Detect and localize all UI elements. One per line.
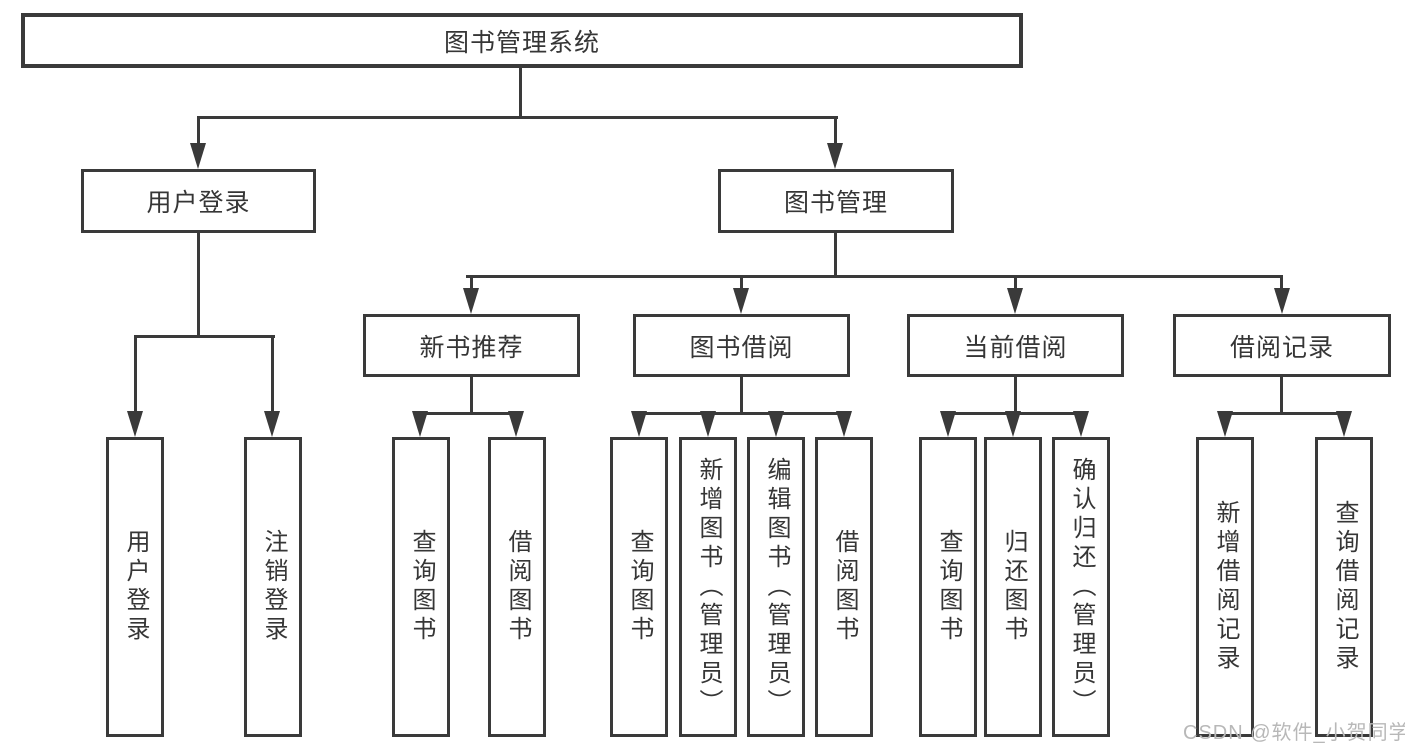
connector-records-branch	[1223, 412, 1346, 415]
leaf-borrow-query-books: 查询图书	[610, 437, 668, 737]
arrowhead	[264, 411, 280, 437]
watermark: CSDN @软件_小贺同学	[1183, 722, 1405, 744]
module-label: 图书借阅	[689, 333, 794, 362]
node-module-current-borrow: 当前借阅	[907, 314, 1124, 377]
leaf-label: 查询图书	[626, 529, 653, 645]
node-module-new-book-recommend: 新书推荐	[363, 314, 580, 377]
arrowhead	[1217, 411, 1233, 437]
connector-recommend-branch	[419, 412, 518, 415]
module-label: 借阅记录	[1229, 333, 1334, 362]
connector-borrow-branch	[637, 412, 846, 415]
connector-borrow-trunk	[740, 377, 743, 414]
leaf-recommend-borrow-books: 借阅图书	[488, 437, 546, 737]
leaf-current-return-books: 归还图书	[984, 437, 1042, 737]
leaf-label: 查询借阅记录	[1331, 500, 1358, 674]
arrowhead	[940, 411, 956, 437]
leaf-current-confirm-return-admin: 确认归还（管理员）	[1052, 437, 1110, 737]
leaf-label: 归还图书	[1000, 529, 1027, 645]
leaf-label: 查询图书	[408, 529, 435, 645]
node-book-management-label: 图书管理	[783, 189, 888, 217]
connector-stub-module	[1280, 275, 1283, 291]
module-label: 新书推荐	[419, 333, 524, 362]
connector-stub-user	[197, 116, 200, 145]
arrowhead	[190, 143, 206, 169]
leaf-logout: 注销登录	[244, 437, 302, 737]
node-module-book-borrow: 图书借阅	[633, 314, 850, 377]
arrowhead	[768, 411, 784, 437]
leaf-borrow-edit-books-admin: 编辑图书（管理员）	[747, 437, 805, 737]
connector-user-trunk	[197, 233, 200, 338]
leaf-label: 确认归还（管理员）	[1068, 456, 1095, 718]
arrowhead	[836, 411, 852, 437]
arrowhead	[631, 411, 647, 437]
connector-stub-module	[740, 275, 743, 291]
node-root: 图书管理系统	[21, 13, 1023, 68]
leaf-label: 编辑图书（管理员）	[763, 456, 790, 718]
arrowhead	[733, 288, 749, 314]
leaf-user-login: 用户登录	[106, 437, 164, 737]
node-user-login-label: 用户登录	[146, 189, 251, 217]
connector-root-branch	[197, 116, 838, 119]
arrowhead	[1005, 411, 1021, 437]
arrowhead	[508, 411, 524, 437]
arrowhead	[463, 288, 479, 314]
connector-user-branch	[134, 335, 275, 338]
leaf-borrow-add-books-admin: 新增图书（管理员）	[679, 437, 737, 737]
node-user-login: 用户登录	[81, 169, 316, 233]
node-module-borrow-records: 借阅记录	[1173, 314, 1391, 377]
connector-records-trunk	[1280, 377, 1283, 414]
leaf-label: 借阅图书	[504, 529, 531, 645]
arrowhead	[1073, 411, 1089, 437]
arrowhead	[700, 411, 716, 437]
connector-book-branch	[466, 275, 1283, 278]
connector-stub-book	[834, 116, 837, 145]
leaf-label: 新增图书（管理员）	[695, 456, 722, 718]
arrowhead	[1336, 411, 1352, 437]
arrowhead	[127, 411, 143, 437]
arrowhead	[1274, 288, 1290, 314]
connector-book-trunk	[834, 233, 837, 278]
connector-stub-leaf	[271, 335, 274, 413]
leaf-label: 新增借阅记录	[1212, 500, 1239, 674]
connector-root-trunk	[519, 68, 522, 117]
arrowhead	[1007, 288, 1023, 314]
leaf-borrow-borrow-books: 借阅图书	[815, 437, 873, 737]
connector-stub-module	[1014, 275, 1017, 291]
leaf-current-query-books: 查询图书	[919, 437, 977, 737]
leaf-label: 查询图书	[935, 529, 962, 645]
leaf-recommend-query-books: 查询图书	[392, 437, 450, 737]
leaf-label: 注销登录	[260, 529, 287, 645]
arrowhead	[827, 143, 843, 169]
connector-stub-leaf	[134, 335, 137, 413]
connector-stub-module	[470, 275, 473, 291]
module-label: 当前借阅	[963, 333, 1068, 362]
connector-current-trunk	[1014, 377, 1017, 414]
leaf-records-query-record: 查询借阅记录	[1315, 437, 1373, 737]
leaf-label: 借阅图书	[831, 529, 858, 645]
leaf-label: 用户登录	[122, 529, 149, 645]
arrowhead	[412, 411, 428, 437]
connector-recommend-trunk	[470, 377, 473, 414]
node-root-label: 图书管理系统	[443, 28, 600, 57]
leaf-records-add-record: 新增借阅记录	[1196, 437, 1254, 737]
node-book-management: 图书管理	[718, 169, 954, 233]
